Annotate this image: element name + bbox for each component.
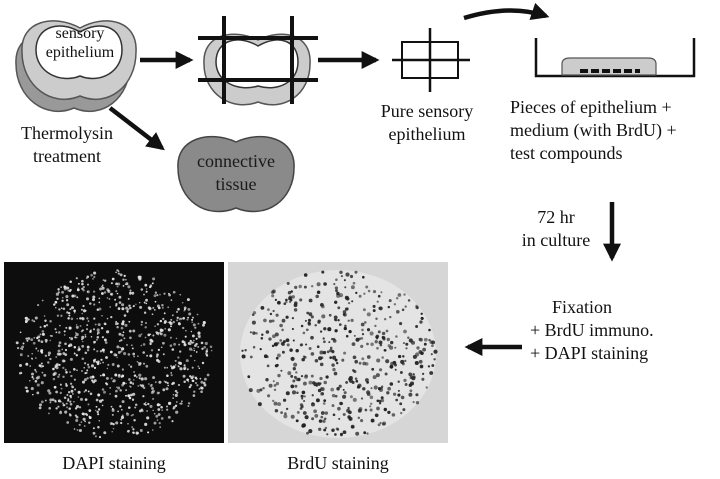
label-fixation: Fixation + BrdU immuno. + DAPI staining [530,297,654,363]
label-thermolysin: Thermolysin treatment [21,123,113,166]
organ-cut [198,16,318,106]
pure-epithelium-grid [392,28,470,92]
organ-whole [15,20,137,113]
culture-dish [534,38,696,78]
label-culture-time: 72 hr in culture [521,207,591,250]
caption-brdu: BrdU staining [287,453,389,473]
brdu-micrograph [228,262,448,443]
label-connective-tissue: connective tissue [197,151,275,194]
label-pure-sensory: Pure sensory epithelium [380,101,474,144]
label-pieces-culture: Pieces of epithelium + medium (with BrdU… [510,97,677,163]
dapi-micrograph [4,262,224,443]
caption-dapi: DAPI staining [62,453,166,473]
arrow-to-dish [463,2,550,21]
arrow-to-connective [108,106,165,151]
label-sensory-epithelium: sensory epithelium [45,25,115,61]
connective-tissue-shape [177,135,295,213]
